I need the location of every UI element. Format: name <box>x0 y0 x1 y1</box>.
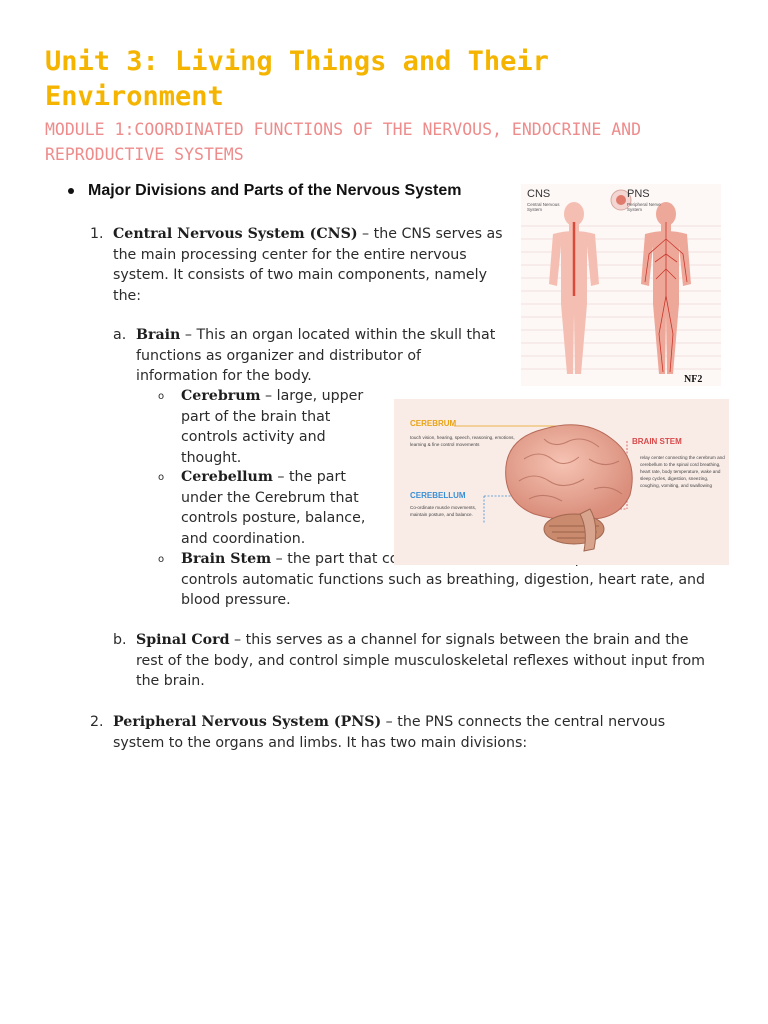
cns-paragraph: Central Nervous System (CNS) – the CNS s… <box>113 224 503 306</box>
cerebrum-text: – large, upper part of the brain that co… <box>181 388 364 466</box>
cerebrum-item: o Cerebrum – large, upper part of the br… <box>158 386 376 468</box>
module-subtitle: MODULE 1:COORDINATED FUNCTIONS OF THE NE… <box>45 120 642 164</box>
brain-regions-figure: CEREBRUM touch vision, hearing, speech, … <box>394 399 729 565</box>
cns-term: Central Nervous System (CNS) <box>113 226 358 242</box>
pns-text: – the PNS connects the central nervous s… <box>113 714 666 751</box>
brain-illustration <box>454 424 633 552</box>
cns-text: – the CNS serves as the main processing … <box>113 226 503 304</box>
spinal-marker: b. <box>113 632 127 648</box>
unit-title: Unit 3: Living Things and Their Environm… <box>45 46 549 112</box>
cerebellum-label: CEREBELLUM <box>410 491 466 500</box>
pns-sublabel: Peripheral Nerve System <box>627 202 661 212</box>
cerebrum-desc: touch vision, hearing, speech, reasoning… <box>410 435 515 447</box>
spinal-item: b. Spinal Cord – this serves as a channe… <box>113 630 716 692</box>
cns-pns-figure: CNS Central Nervous System PNS Periphera… <box>521 184 721 386</box>
cerebrum-term: Cerebrum <box>181 388 261 404</box>
brainstem-term: Brain Stem <box>181 551 272 567</box>
spinal-paragraph: Spinal Cord – this serves as a channel f… <box>136 630 716 692</box>
spinal-term: Spinal Cord <box>136 632 230 648</box>
nf2-logo: NF2 <box>684 374 703 385</box>
cerebrum-label: CEREBRUM <box>410 419 457 428</box>
cerebellum-desc: Co-ordinate muscle movements, maintain p… <box>410 505 477 517</box>
brainstem-label: BRAIN STEM <box>632 437 682 446</box>
pns-item: 2. Peripheral Nervous System (PNS) – the… <box>90 712 718 753</box>
cerebellum-text: – the part under the Cerebrum that contr… <box>181 469 366 547</box>
brain-text: – This an organ located within the skull… <box>136 327 496 384</box>
cns-sublabel: Central Nervous System <box>527 202 560 212</box>
cns-label: CNS <box>527 188 551 200</box>
pns-term: Peripheral Nervous System (PNS) <box>113 714 382 730</box>
brain-paragraph: Brain – This an organ located within the… <box>136 325 496 387</box>
brainstem-desc: relay center connecting the cerebrum and… <box>640 455 725 488</box>
sub-bullet-icon: o <box>158 391 165 402</box>
body-illustration <box>521 189 721 374</box>
cns-marker: 1. <box>90 226 104 242</box>
cns-item: 1. Central Nervous System (CNS) – the CN… <box>90 224 503 306</box>
cerebrum-paragraph: Cerebrum – large, upper part of the brai… <box>181 386 376 468</box>
cerebellum-item: o Cerebellum – the part under the Cerebr… <box>158 467 391 549</box>
section-heading: Major Divisions and Parts of the Nervous… <box>68 180 461 202</box>
sub-bullet-icon: o <box>158 554 165 565</box>
pns-paragraph: Peripheral Nervous System (PNS) – the PN… <box>113 712 718 753</box>
cerebellum-paragraph: Cerebellum – the part under the Cerebrum… <box>181 467 391 549</box>
brain-item: a. Brain – This an organ located within … <box>113 325 496 387</box>
sub-bullet-icon: o <box>158 472 165 483</box>
brain-marker: a. <box>113 327 127 343</box>
pns-marker: 2. <box>90 714 104 730</box>
section-heading-text: Major Divisions and Parts of the Nervous… <box>88 182 462 199</box>
cerebellum-term: Cerebellum <box>181 469 273 485</box>
spinal-text: – this serves as a channel for signals b… <box>136 632 705 689</box>
brain-term: Brain <box>136 327 181 343</box>
bullet-icon <box>68 187 74 194</box>
pns-label: PNS <box>627 188 650 200</box>
